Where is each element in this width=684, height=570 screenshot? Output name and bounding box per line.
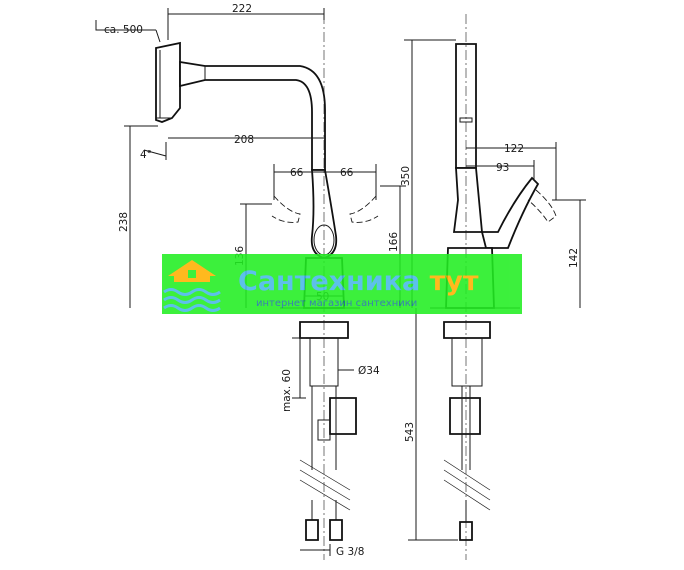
- dim-93: 93: [496, 162, 509, 174]
- side-thermo-box: [449, 397, 481, 435]
- dim-66-right: 66: [340, 167, 354, 179]
- lever-swing-left: [271, 195, 301, 223]
- watermark-title: Сантехника тут: [238, 266, 479, 297]
- dim-max60: max. 60: [281, 369, 293, 412]
- dim-dia34: Ø34: [358, 365, 380, 377]
- dim-122: 122: [504, 143, 524, 155]
- dim-238: 238: [118, 212, 130, 232]
- lever-swing-right: [349, 195, 379, 223]
- dim-543: 543: [404, 422, 416, 442]
- dim-208: 208: [234, 134, 254, 146]
- watermark: Сантехника тут интернет магазин сантехни…: [162, 254, 522, 314]
- house-waves-logo: [163, 260, 221, 312]
- watermark-subtitle: интернет магазин сантехники: [256, 298, 417, 309]
- thermo-box: [329, 397, 357, 435]
- dim-g38: G 3/8: [336, 546, 364, 558]
- dim-350: 350: [400, 166, 412, 186]
- dim-66-left: 66: [290, 167, 304, 179]
- spout-arm: [179, 60, 326, 171]
- watermark-background: [162, 254, 522, 314]
- dim-222: 222: [232, 3, 252, 15]
- dimension-labels: 222 ca. 500 208 4° 66 66 238 136 166 50 …: [104, 3, 580, 558]
- watermark-title-accent: тут: [430, 266, 479, 297]
- dim-4deg: 4°: [140, 149, 152, 161]
- dim-142: 142: [568, 248, 580, 268]
- watermark-title-main: Сантехника: [238, 266, 430, 297]
- side-lever: [480, 176, 540, 249]
- dim-ca500: ca. 500: [104, 24, 143, 36]
- dim-166: 166: [388, 232, 400, 252]
